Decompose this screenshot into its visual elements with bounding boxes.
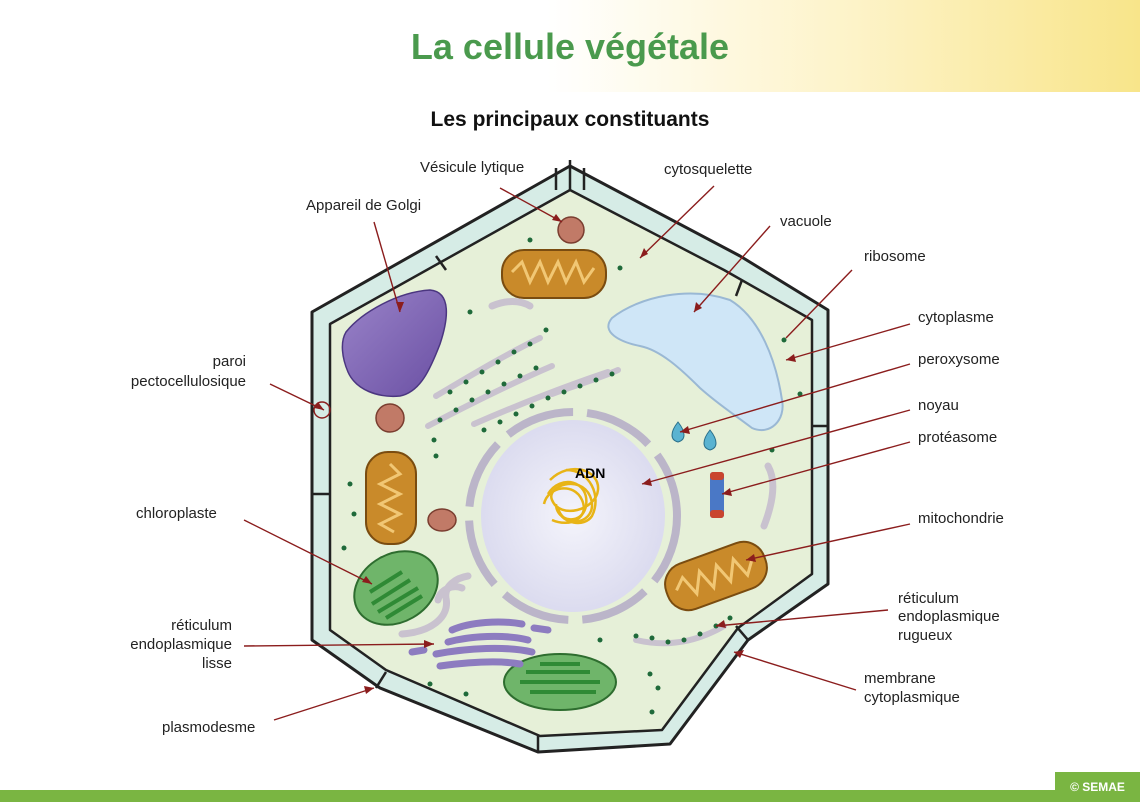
header-band xyxy=(0,0,1140,92)
ribosome-dots xyxy=(341,237,803,715)
dna-label: ADN xyxy=(575,465,605,481)
label-rel-2: endoplasmique xyxy=(130,636,232,653)
label-cytosquelette: cytosquelette xyxy=(664,161,753,178)
lytic-vesicle xyxy=(557,216,585,244)
golgi-body xyxy=(341,289,448,398)
sphere-left xyxy=(375,403,405,433)
chloroplast-bottom xyxy=(503,653,617,711)
label-peroxysome: peroxysome xyxy=(918,351,1000,368)
label-paroi-1: paroi xyxy=(212,353,246,370)
chloroplast-left xyxy=(353,550,439,626)
dna-tangle xyxy=(542,468,600,525)
smooth-er xyxy=(398,298,777,638)
golgi-stack xyxy=(408,618,552,670)
proteasome xyxy=(710,472,724,518)
leader-lines xyxy=(243,185,911,721)
page-title: La cellule végétale xyxy=(410,26,730,67)
label-paroi-2: pectocellulosique xyxy=(130,373,246,390)
mitochondrion-right xyxy=(664,540,768,612)
wall-junctions xyxy=(312,160,828,752)
peroxysome-2 xyxy=(703,429,717,451)
label-rer-3: rugueux xyxy=(898,627,953,644)
label-membrane-1: membrane xyxy=(864,670,936,687)
label-proteasome: protéasome xyxy=(918,429,998,446)
label-vacuole: vacuole xyxy=(780,213,832,230)
label-vesicule: Vésicule lytique xyxy=(420,159,525,176)
mitochondrion-top xyxy=(501,249,607,299)
label-ribosome: ribosome xyxy=(864,248,926,265)
label-chloroplaste: chloroplaste xyxy=(136,505,217,522)
copyright: © SEMAE xyxy=(1055,772,1140,802)
mitochondrion-left xyxy=(365,451,417,545)
label-membrane-2: cytoplasmique xyxy=(864,689,960,706)
label-plasmodesme: plasmodesme xyxy=(162,719,256,736)
footer-bar xyxy=(0,790,1140,802)
label-cytoplasme: cytoplasme xyxy=(918,309,994,326)
vacuole xyxy=(607,292,784,431)
arrow-heads xyxy=(314,214,796,694)
paroi-marker xyxy=(313,401,331,419)
nucleus xyxy=(481,420,665,612)
label-rel-1: réticulum xyxy=(171,617,232,634)
label-mitochondrie: mitochondrie xyxy=(918,510,1004,527)
page-subtitle: Les principaux constituants xyxy=(430,108,710,131)
nuclear-envelope xyxy=(465,408,681,624)
label-rer-2: endoplasmique xyxy=(898,608,1000,625)
label-rel-3: lisse xyxy=(201,655,232,672)
label-noyau: noyau xyxy=(918,397,959,414)
sphere-small xyxy=(427,508,457,532)
label-rer-1: réticulum xyxy=(898,590,959,607)
label-golgi: Appareil de Golgi xyxy=(306,197,422,214)
